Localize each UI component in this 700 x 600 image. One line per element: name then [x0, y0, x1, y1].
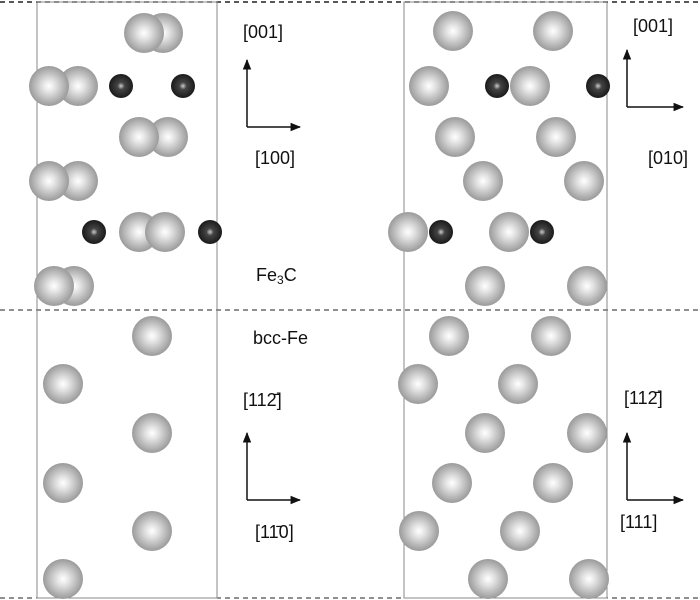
right-top-up-label: [001] — [633, 16, 674, 36]
fe-atom — [58, 66, 98, 106]
right-bottom-up-label: [112̄] — [624, 388, 663, 408]
fe-atom — [124, 13, 164, 53]
fe-atom — [468, 559, 508, 599]
right-cell-border — [403, 1, 608, 599]
fe-atom — [533, 11, 573, 51]
fe-atom — [564, 161, 604, 201]
right-bottom-right-label: [111] — [620, 512, 658, 532]
fe3c-base: Fe — [256, 265, 278, 285]
fe-atom — [569, 559, 609, 599]
fe-atom — [119, 117, 159, 157]
fe-atom — [34, 266, 74, 306]
fe3c-label: Fe3C — [256, 265, 297, 287]
c-atom — [109, 74, 133, 98]
fe-atom — [500, 511, 540, 551]
fe-atom — [399, 511, 439, 551]
fe-atom — [465, 266, 505, 306]
fe-atom — [43, 463, 83, 503]
fe-atom — [432, 463, 472, 503]
left-bottom-up-label: [112̄] — [243, 390, 282, 410]
bcc-fe-label: bcc-Fe — [253, 328, 309, 348]
fe3c-sub: 3 — [277, 273, 284, 287]
c-atom — [198, 220, 222, 244]
c-atom — [485, 74, 509, 98]
fe-atom — [463, 161, 503, 201]
fe-atom — [498, 364, 538, 404]
c-atom — [171, 74, 195, 98]
axes-arrows — [242, 48, 685, 505]
fe-atom — [567, 413, 607, 453]
left-cell-border — [36, 1, 218, 599]
fe-atom — [148, 117, 188, 157]
fe-atom — [132, 413, 172, 453]
fe-atom — [429, 316, 469, 356]
fe-atom — [132, 511, 172, 551]
left-top-up-label: [001] — [243, 22, 284, 42]
fe-atom — [398, 364, 438, 404]
fe-atom — [43, 559, 83, 599]
fe-atom — [29, 66, 69, 106]
fe-atom — [132, 316, 172, 356]
c-atom — [530, 220, 554, 244]
left-bottom-right-label: [11̄0] — [255, 522, 294, 542]
c-atom — [82, 220, 106, 244]
fe-atom — [409, 66, 449, 106]
c-atom — [429, 220, 453, 244]
fe-atom — [58, 161, 98, 201]
fe-atom — [388, 212, 428, 252]
fe-atom — [465, 413, 505, 453]
fe-atom — [510, 66, 550, 106]
fe3c-tail: C — [283, 265, 297, 285]
fe-atom — [567, 266, 607, 306]
fe-atom — [29, 161, 69, 201]
fe-atom — [489, 212, 529, 252]
right-top-right-label: [010] — [648, 148, 689, 168]
fe-atom — [43, 364, 83, 404]
fe-atom — [536, 117, 576, 157]
fe-atom — [435, 117, 475, 157]
fe-atom — [145, 212, 185, 252]
left-top-right-label: [100] — [255, 148, 296, 168]
fe-atom — [531, 316, 571, 356]
c-atom — [586, 74, 610, 98]
fe-atom — [533, 463, 573, 503]
fe-atom — [433, 11, 473, 51]
